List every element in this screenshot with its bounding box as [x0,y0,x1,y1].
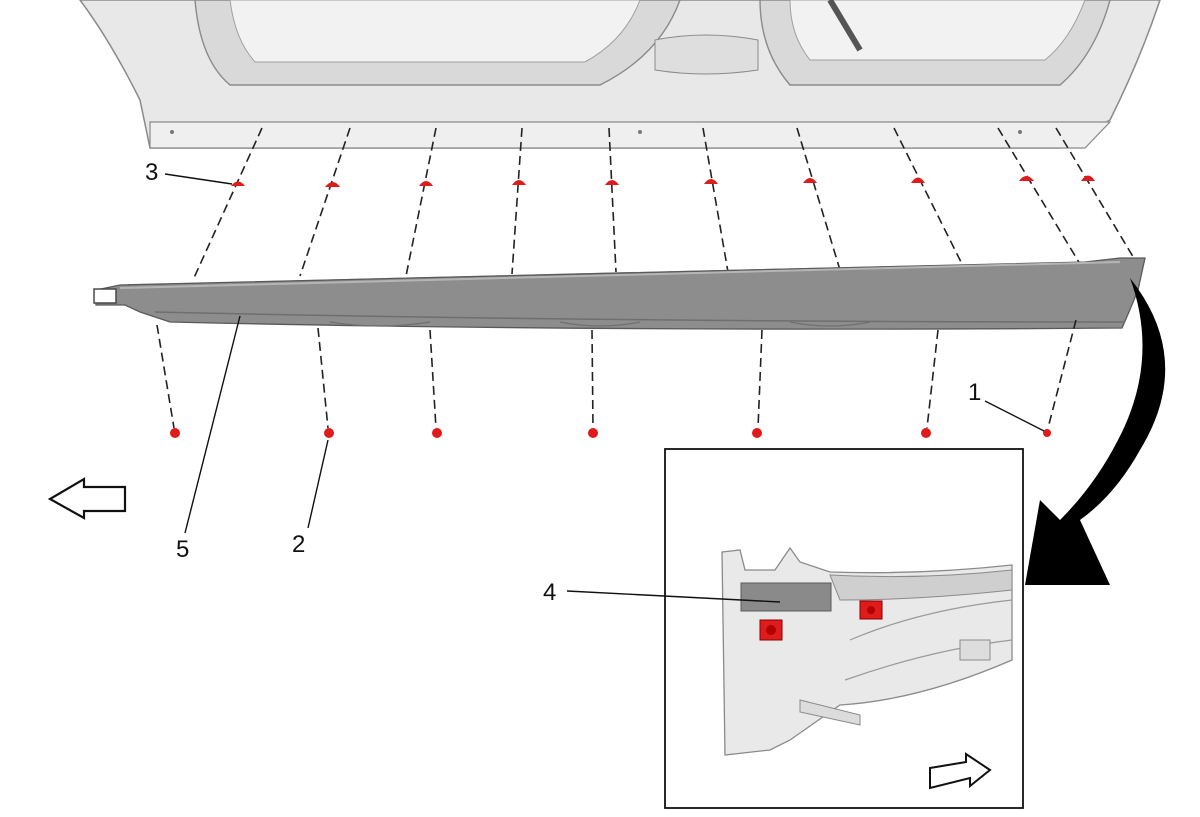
arrow-left-outline-icon [47,477,127,520]
upper-alignment-lines [192,127,1136,281]
callout-4: 4 [543,579,556,606]
callout-5: 5 [176,536,189,563]
callout-2: 2 [292,531,305,558]
lower-alignment-lines [156,319,1077,429]
callout-1: 1 [968,379,981,406]
leader-lines [164,173,1045,603]
rocker-molding [93,257,1146,330]
arrow-right-outline-icon [929,752,992,790]
upper-retainer-clips [231,175,1095,187]
curved-arrow-icon [1025,278,1166,585]
callout-3: 3 [145,159,158,186]
vehicle-body-side [79,0,1161,149]
lower-fasteners [170,428,1051,438]
detail-inset [664,448,1024,809]
